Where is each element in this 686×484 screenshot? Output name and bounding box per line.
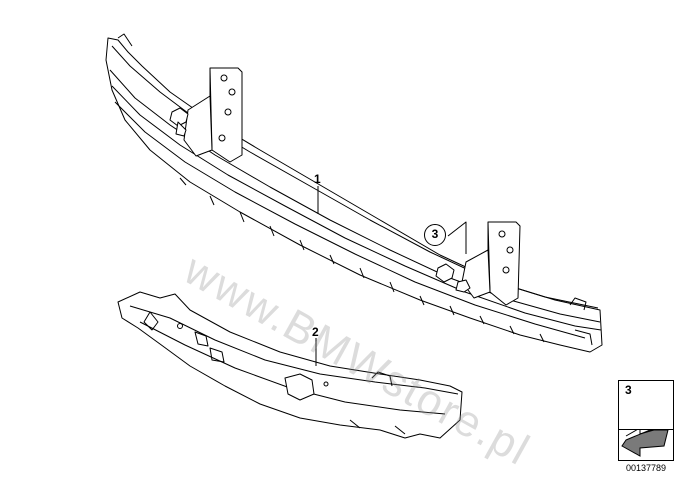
- left-mounting-bracket: [169, 67, 243, 163]
- right-mounting-bracket: [435, 221, 521, 306]
- callout-part-1[interactable]: 1: [314, 172, 321, 186]
- callout-part-2[interactable]: 2: [312, 325, 319, 339]
- direction-arrow-icon: [621, 425, 669, 457]
- leader-lines: [315, 186, 467, 366]
- legend-arrow-box: [618, 429, 674, 461]
- legend-item-box: 3: [618, 380, 674, 430]
- callout-part-3[interactable]: 3: [424, 224, 446, 246]
- legend-item-number: 3: [625, 383, 632, 397]
- impact-absorber: [117, 291, 463, 439]
- document-number: 00137789: [626, 463, 667, 473]
